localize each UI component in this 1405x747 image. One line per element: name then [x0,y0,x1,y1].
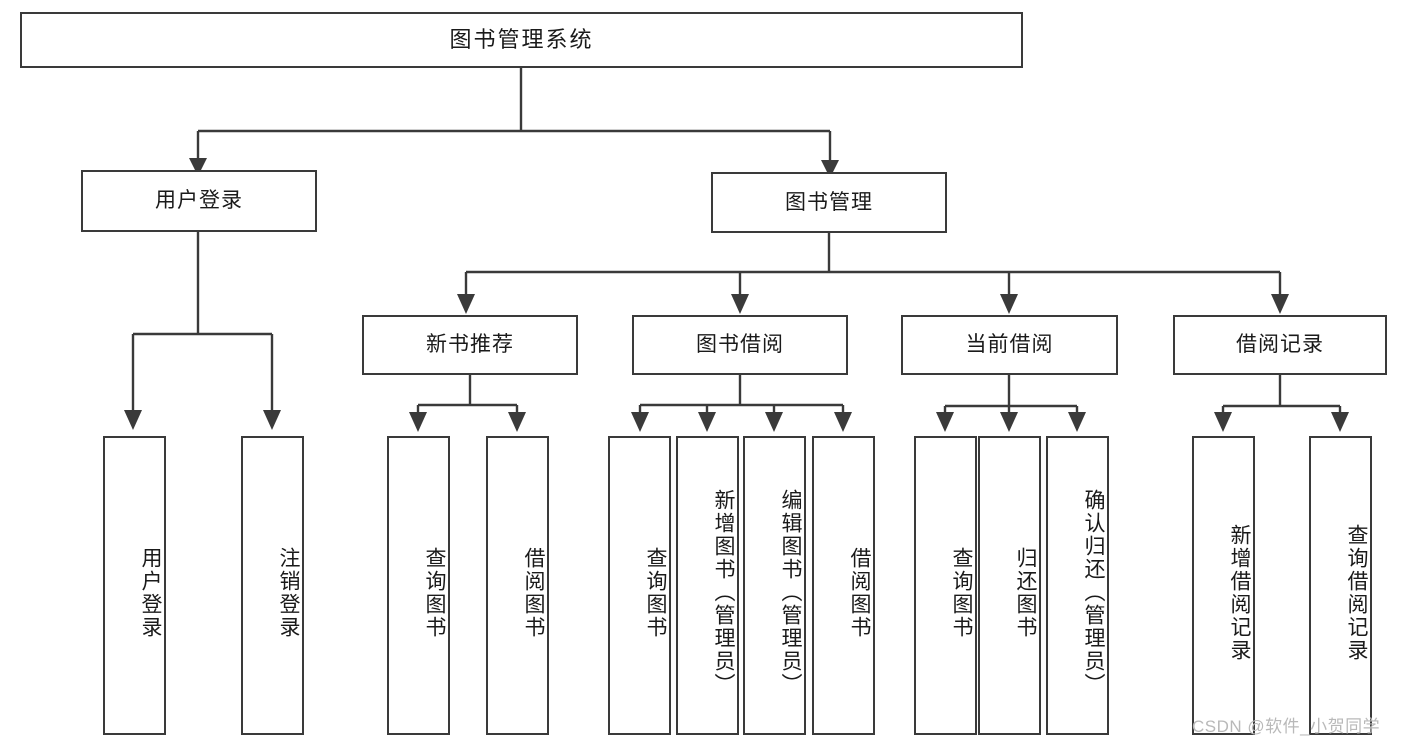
leaf-borrow-book-recommend[interactable]: 借阅图书 [486,436,549,735]
node-borrow-records[interactable]: 借阅记录 [1173,315,1387,375]
leaf-query-borrow-record[interactable]: 查询借阅记录 [1309,436,1372,735]
leaf-borrow-book[interactable]: 借阅图书 [812,436,875,735]
leaf-user-login[interactable]: 用户登录 [103,436,166,735]
leaf-query-book-current[interactable]: 查询图书 [914,436,977,735]
leaf-edit-book-admin[interactable]: 编辑图书（管理员） [743,436,806,735]
node-current-borrow[interactable]: 当前借阅 [901,315,1118,375]
node-book-borrow[interactable]: 图书借阅 [632,315,848,375]
node-book-management[interactable]: 图书管理 [711,172,947,233]
leaf-return-book[interactable]: 归还图书 [978,436,1041,735]
leaf-add-book-admin[interactable]: 新增图书（管理员） [676,436,739,735]
leaf-add-borrow-record[interactable]: 新增借阅记录 [1192,436,1255,735]
node-new-book-recommend[interactable]: 新书推荐 [362,315,578,375]
leaf-query-book-recommend[interactable]: 查询图书 [387,436,450,735]
leaf-confirm-return-admin[interactable]: 确认归还（管理员） [1046,436,1109,735]
node-root-system[interactable]: 图书管理系统 [20,12,1023,68]
node-user-login[interactable]: 用户登录 [81,170,317,232]
leaf-query-book-borrow[interactable]: 查询图书 [608,436,671,735]
csdn-watermark: CSDN @软件_小贺同学 [1192,717,1381,736]
leaf-logout[interactable]: 注销登录 [241,436,304,735]
